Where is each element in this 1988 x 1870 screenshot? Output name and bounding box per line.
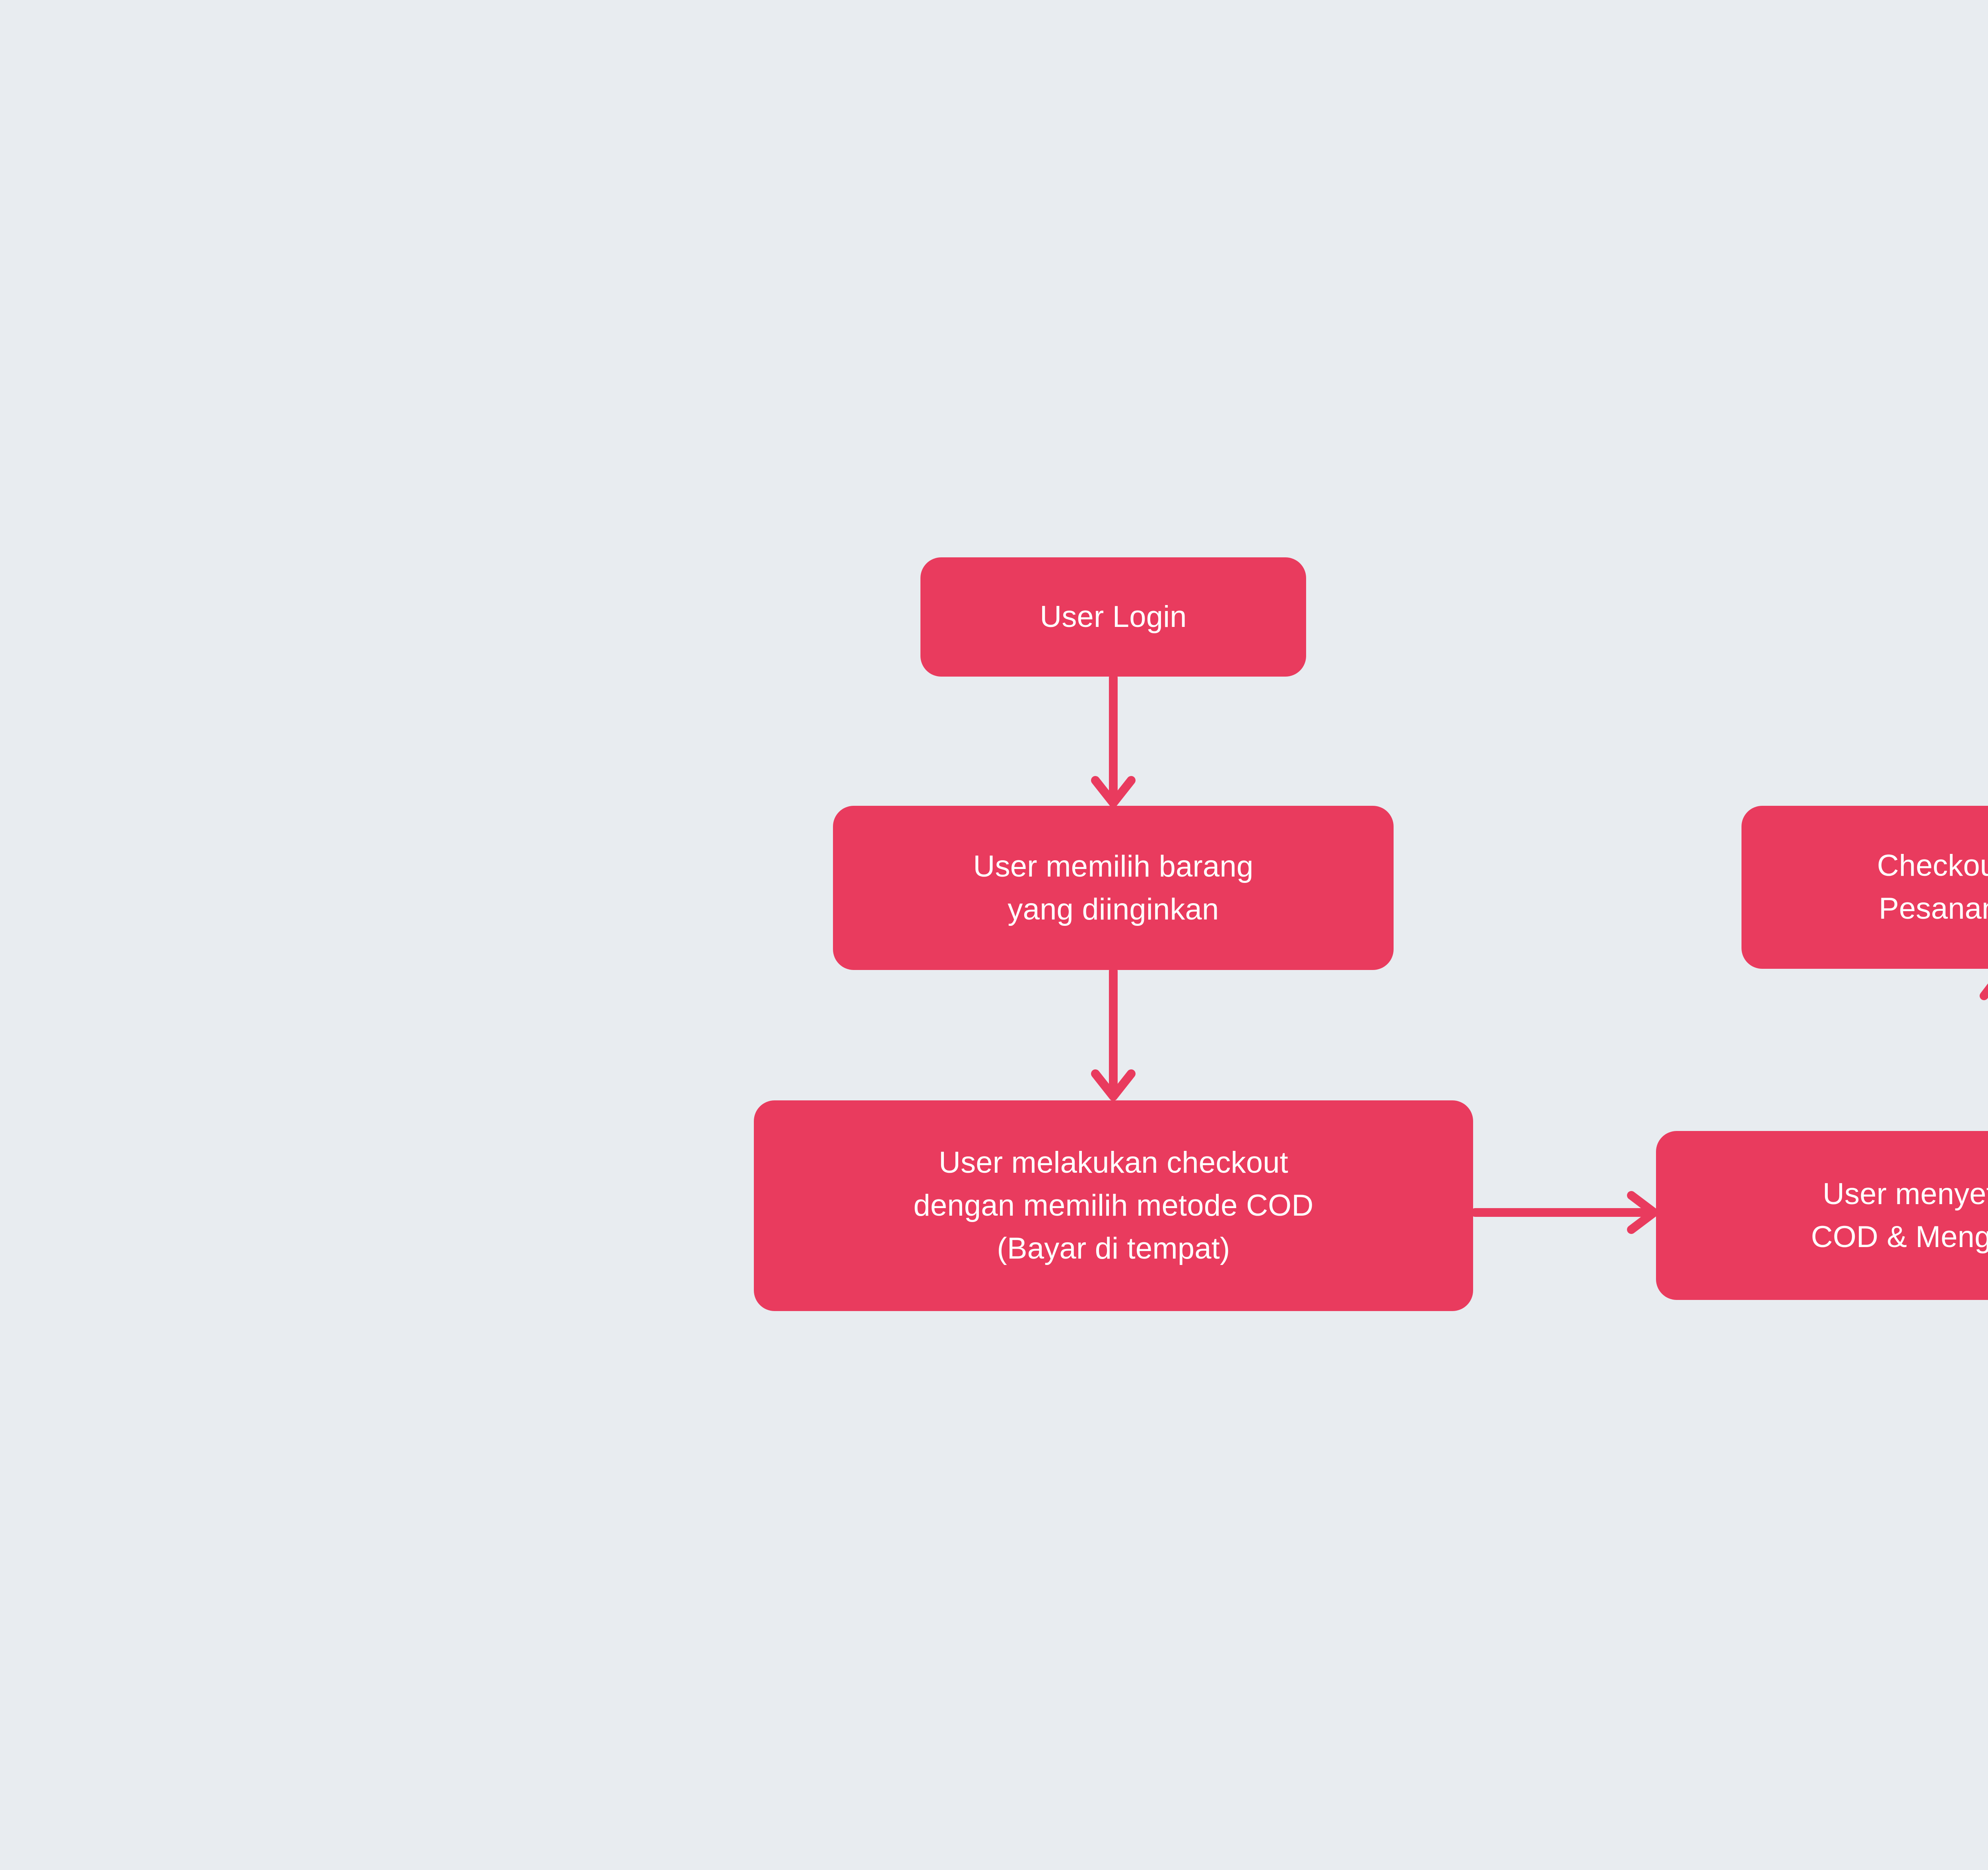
- arrowhead-down-icon: [1091, 1069, 1136, 1101]
- node-user-memilih-barang-label: User memilih barang yang diinginkan: [973, 849, 1254, 926]
- arrowhead-right-icon: [1627, 1191, 1658, 1234]
- edge-checkout-to-menyetujui: [1471, 1191, 1658, 1234]
- node-user-login-label: User Login: [1040, 600, 1187, 634]
- node-user-menyetujui-ketentuan[interactable]: User menyetujui ketentuan COD & Mengisi …: [1656, 1131, 1988, 1300]
- edge-login-to-memilih: [1091, 673, 1136, 807]
- node-user-checkout-cod-label: User melakukan checkout dengan memilih m…: [913, 1146, 1314, 1265]
- arrowhead-up-icon: [1980, 983, 1988, 1000]
- arrowhead-down-icon: [1091, 776, 1136, 807]
- node-user-checkout-cod[interactable]: User melakukan checkout dengan memilih m…: [754, 1100, 1473, 1311]
- node-user-menyetujui-ketentuan-label: User menyetujui ketentuan COD & Mengisi …: [1811, 1177, 1988, 1254]
- edge-menyetujui-to-berhasil: [1980, 983, 1988, 1000]
- node-checkout-berhasil[interactable]: Checkout Berhasil Pesanan diproses: [1741, 806, 1988, 969]
- node-checkout-berhasil-label: Checkout Berhasil Pesanan diproses: [1877, 849, 1988, 925]
- edge-memilih-to-checkout: [1091, 967, 1136, 1101]
- node-user-login[interactable]: User Login: [920, 557, 1306, 677]
- node-user-memilih-barang[interactable]: User memilih barang yang diinginkan: [833, 806, 1394, 970]
